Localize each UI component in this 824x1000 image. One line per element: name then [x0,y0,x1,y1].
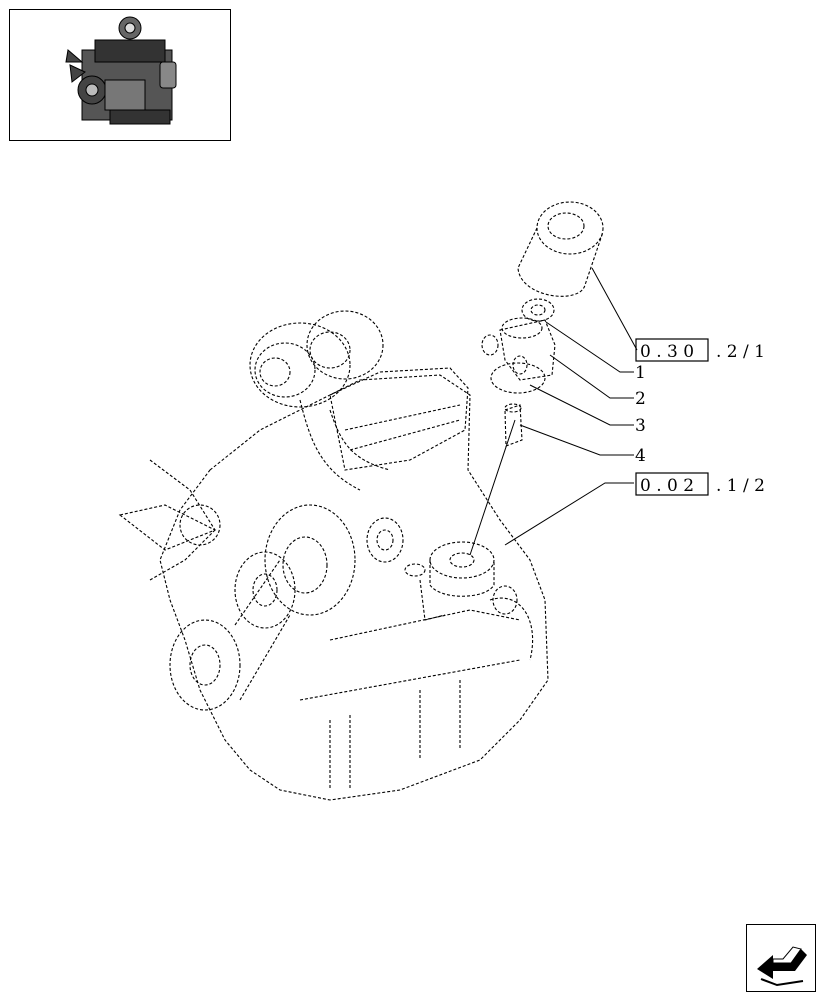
callout-2: 2 [635,389,646,409]
engine-block-drawing [118,310,549,801]
oil-filter-parts [481,201,604,447]
callout-4: 4 [635,446,646,466]
previous-page-button[interactable] [746,924,816,992]
reference-top-boxed: 0 . 3 0 [640,342,694,362]
reference-top-rest: . 2 / 1 [716,342,765,362]
reference-bottom[interactable]: 0 . 0 2 . 1 / 2 [635,472,765,496]
callout-3: 3 [635,416,646,436]
leader-lines [469,267,638,556]
previous-page-arrow-icon [757,946,807,987]
reference-bottom-boxed: 0 . 0 2 [640,476,694,496]
thumbnail-frame [9,9,231,141]
reference-top[interactable]: 0 . 3 0 . 2 / 1 [635,338,765,362]
callout-1: 1 [635,363,646,383]
engine-thumbnail-icon [65,16,177,125]
reference-bottom-rest: . 1 / 2 [716,476,765,496]
